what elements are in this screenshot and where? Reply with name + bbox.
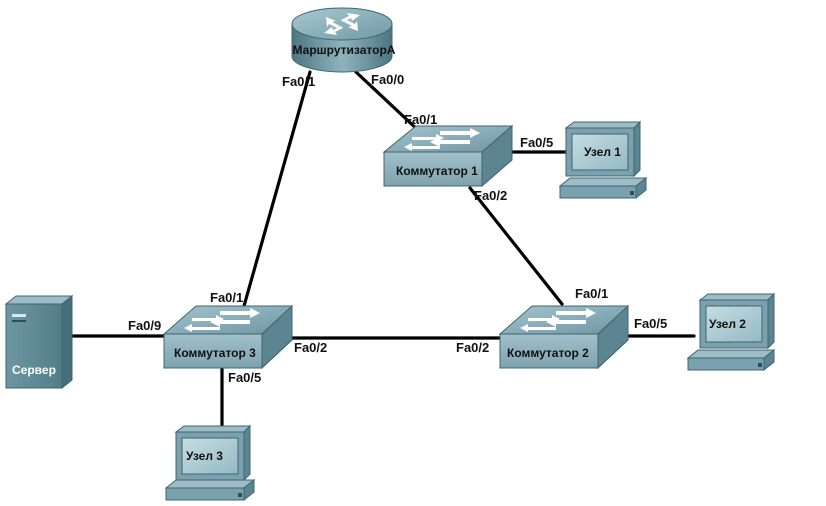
switch-3-icon[interactable] [162, 304, 294, 370]
port-label-sw3-to-server: Fa0/9 [128, 318, 161, 333]
port-label-router-to-sw3: Fa0/1 [282, 74, 315, 89]
port-label-router-to-sw1: Fa0/0 [371, 72, 404, 87]
router-name: МаршрутизаторA [293, 43, 396, 57]
host-2-icon[interactable] [686, 292, 776, 372]
port-label-sw2-to-sw1: Fa0/1 [575, 286, 608, 301]
link-router-sw1 [354, 70, 422, 134]
link-router-sw3 [242, 70, 312, 308]
port-label-sw1-to-router: Fa0/1 [404, 112, 437, 127]
port-label-sw3-to-sw2: Fa0/2 [294, 340, 327, 355]
port-label-sw2-to-host2: Fa0/5 [634, 316, 667, 331]
router-icon[interactable] [291, 7, 393, 73]
server-name: Сервер [12, 363, 56, 377]
switch-1-icon[interactable] [382, 124, 514, 188]
port-label-sw2-to-sw3: Fa0/2 [456, 340, 489, 355]
link-sw1-sw2 [468, 186, 564, 306]
switch-2-icon[interactable] [498, 304, 630, 370]
port-label-sw1-to-host1: Fa0/5 [520, 135, 553, 150]
switch-3-name: Коммутатор 3 [174, 346, 256, 360]
host-2-name: Узел 2 [709, 317, 746, 331]
host-3-icon[interactable] [164, 424, 256, 502]
port-label-sw3-to-router: Fa0/1 [210, 290, 243, 305]
host-1-name: Узел 1 [584, 145, 621, 159]
host-1-icon[interactable] [558, 120, 648, 200]
switch-2-name: Коммутатор 2 [507, 346, 589, 360]
port-label-sw3-to-host3: Fa0/5 [228, 370, 261, 385]
switch-1-name: Коммутатор 1 [396, 164, 478, 178]
server-icon[interactable] [4, 294, 74, 390]
port-label-sw1-to-sw2: Fa0/2 [474, 188, 507, 203]
host-3-name: Узел 3 [186, 449, 223, 463]
